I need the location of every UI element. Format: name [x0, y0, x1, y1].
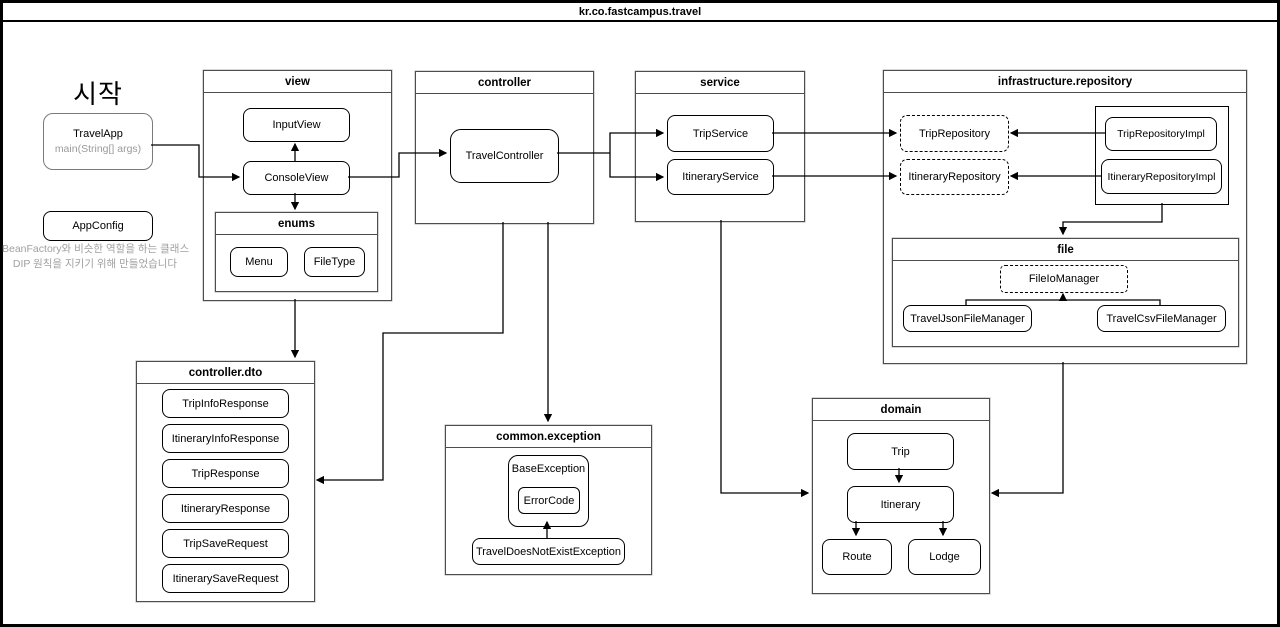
package-enums-title: enums [216, 213, 377, 235]
package-domain-title: domain [813, 399, 989, 421]
class-input-view: InputView [243, 108, 350, 142]
class-itinerary-service: ItineraryService [667, 159, 774, 195]
class-itinerary: Itinerary [847, 486, 954, 523]
class-itinerary-repository-impl: ItineraryRepositoryImpl [1101, 159, 1222, 194]
class-file-type: FileType [304, 247, 365, 277]
package-service-title: service [636, 72, 804, 94]
package-controller-title: controller [416, 72, 593, 94]
interface-trip-repository: TripRepository [900, 115, 1009, 152]
class-itinerary-info-response: ItineraryInfoResponse [162, 424, 289, 453]
interface-itinerary-repository: ItineraryRepository [900, 159, 1009, 195]
class-app-config: AppConfig [43, 211, 153, 241]
class-travel-controller: TravelController [450, 129, 559, 183]
package-controller-dto-title: controller.dto [137, 362, 314, 384]
app-config-note: BeanFactory와 비슷한 역할을 하는 클래스 DIP 원칙을 지키기 … [2, 242, 190, 271]
app-config-note-line2: DIP 원칙을 지키기 위해 만들었습니다 [12, 257, 178, 270]
class-route: Route [822, 539, 892, 575]
class-trip-service: TripService [667, 115, 774, 152]
package-view-title: view [204, 71, 391, 93]
package-common-exception-title: common.exception [446, 426, 651, 448]
class-trip: Trip [847, 433, 954, 470]
travel-app-signature: main(String[] args) [54, 142, 142, 155]
class-trip-response: TripResponse [162, 459, 289, 488]
class-trip-info-response: TripInfoResponse [162, 389, 289, 418]
class-trip-save-request: TripSaveRequest [162, 529, 289, 558]
class-travel-json-file-manager: TravelJsonFileManager [903, 305, 1032, 332]
class-error-code: ErrorCode [518, 487, 580, 514]
class-lodge: Lodge [908, 539, 981, 575]
class-itinerary-response: ItineraryResponse [162, 494, 289, 523]
interface-file-io-manager: FileIoManager [1000, 265, 1128, 293]
app-config-note-line1: BeanFactory와 비슷한 역할을 하는 클래스 [2, 243, 190, 255]
class-travel-app: TravelApp main(String[] args) [43, 113, 153, 170]
class-console-view: ConsoleView [243, 161, 350, 195]
class-menu: Menu [230, 247, 288, 277]
start-label: 시작 [73, 78, 123, 109]
diagram-title: kr.co.fastcampus.travel [3, 3, 1277, 22]
package-file-title: file [893, 239, 1238, 261]
base-exception-label: BaseException [511, 463, 586, 475]
class-travel-csv-file-manager: TravelCsvFileManager [1097, 305, 1226, 332]
travel-app-name: TravelApp [73, 127, 123, 140]
package-infrastructure-repository-title: infrastructure.repository [884, 71, 1246, 93]
class-trip-repository-impl: TripRepositoryImpl [1105, 117, 1217, 151]
class-itinerary-save-request: ItinerarySaveRequest [162, 564, 289, 593]
class-travel-does-not-exist-exception: TravelDoesNotExistException [472, 538, 625, 565]
